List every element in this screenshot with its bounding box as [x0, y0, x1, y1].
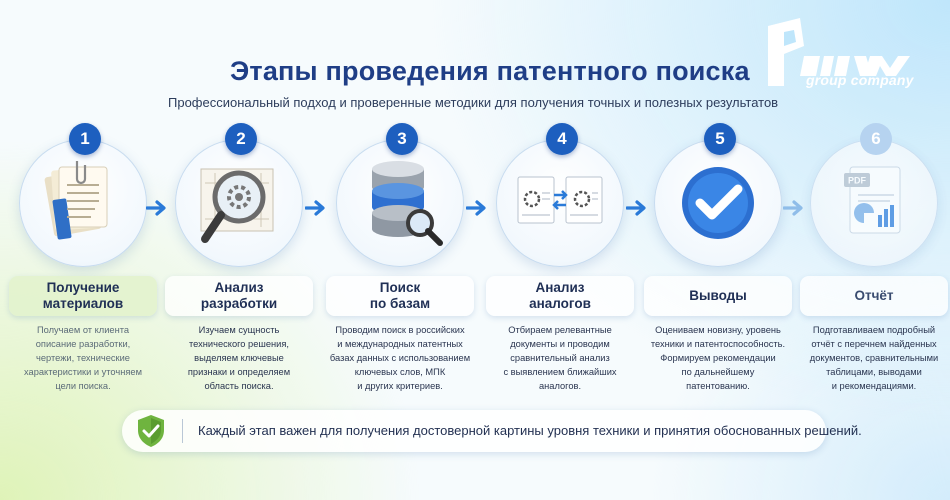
step-description: Оцениваем новизну, уровень техники и пат… — [650, 325, 786, 391]
step-number: 4 — [546, 123, 578, 155]
step-number: 5 — [704, 123, 736, 155]
step-icon-circle — [19, 139, 147, 267]
database-magnifier-icon — [372, 161, 443, 246]
step-description: Подготавливаем подробный отчёт с перечне… — [809, 325, 939, 391]
step-number: 3 — [386, 123, 418, 155]
arrow-right-icon — [626, 200, 646, 216]
divider — [182, 419, 183, 443]
logo-subtext: group company — [806, 72, 914, 88]
step-icon-circle — [175, 139, 303, 267]
arrow-right-icon — [783, 200, 803, 216]
step-number: 6 — [860, 123, 892, 155]
step-label: Выводы — [644, 276, 792, 316]
step-description: Отбираем релевантные документы и проводи… — [503, 325, 617, 391]
step-label: Отчёт — [800, 276, 948, 316]
step-label: Анализ аналогов — [486, 276, 634, 316]
footer-text: Каждый этап важен для получения достовер… — [198, 423, 862, 438]
step-description: Получаем от клиента описание разработки,… — [24, 325, 142, 391]
documents-clip-icon — [44, 161, 108, 240]
step-number: 2 — [225, 123, 257, 155]
pdf-report-icon: PDF — [844, 166, 901, 234]
checkmark-icon — [682, 167, 754, 239]
shield-check-icon — [138, 415, 164, 447]
step-label: Получение материалов — [9, 276, 157, 316]
step-description: Проводим поиск в российских и международ… — [329, 325, 471, 391]
magnifier-gear-blueprint-icon — [200, 168, 274, 243]
prilaw-logo — [768, 18, 910, 86]
arrow-right-icon — [305, 200, 325, 216]
footer-banner: Каждый этап важен для получения достовер… — [122, 410, 862, 452]
step-label: Поиск по базам — [326, 276, 474, 316]
step-icon-circle — [336, 139, 464, 267]
step-number: 1 — [69, 123, 101, 155]
step-icon-circle — [496, 139, 624, 267]
arrow-right-icon — [146, 200, 166, 216]
page-subtitle: Профессиональный подход и проверенные ме… — [168, 95, 779, 110]
step-label: Анализ разработки — [165, 276, 313, 316]
arrow-right-icon — [466, 200, 486, 216]
pdf-tag: PDF — [848, 176, 867, 186]
page-title: Этапы проведения патентного поиска — [230, 56, 750, 86]
step-icon-circle: PDF — [810, 139, 938, 267]
compare-documents-icon — [517, 176, 603, 224]
step-icon-circle — [654, 139, 782, 267]
step-description: Изучаем сущность технического решения, в… — [187, 325, 291, 391]
